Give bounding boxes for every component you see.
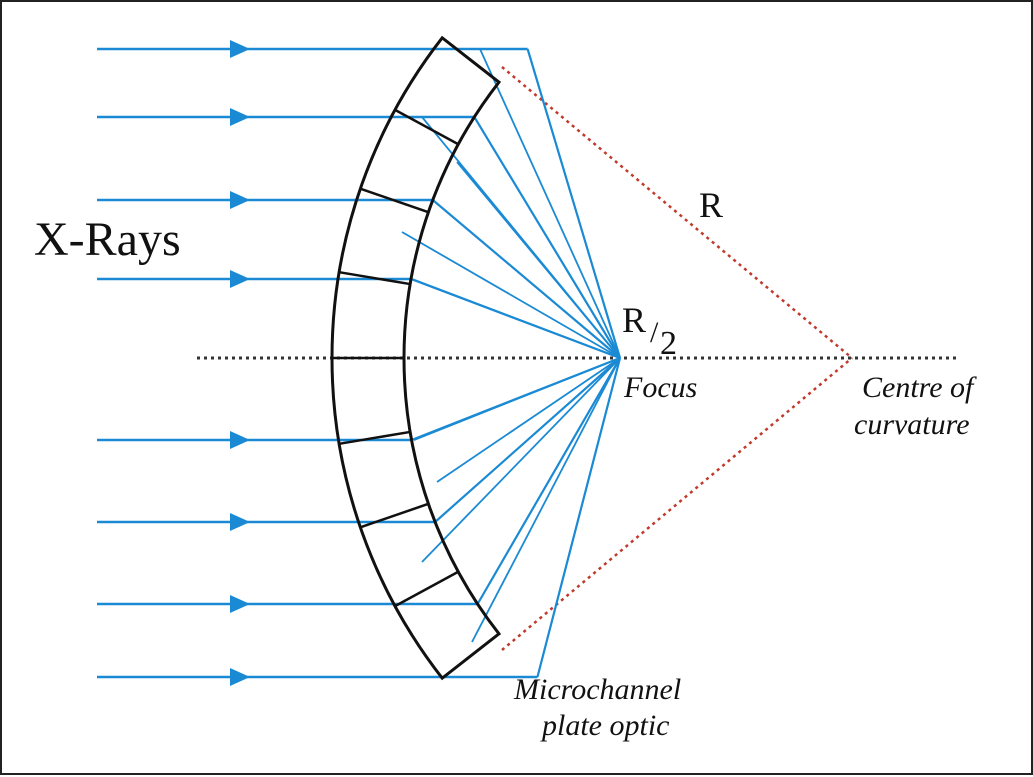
focused-ray	[456, 161, 621, 359]
focused-ray	[413, 357, 621, 441]
optic-channel-divider	[394, 570, 459, 608]
centre-of-curvature-label-line2: curvature	[854, 408, 970, 441]
optic-channel-divider	[338, 430, 411, 446]
optic-label-line1: Microchannel	[513, 673, 681, 706]
optic-label-line2: plate optic	[540, 709, 669, 742]
microchannel-plate-optic	[330, 35, 502, 681]
ray-arrowhead	[230, 431, 250, 449]
ray-arrowhead	[230, 191, 250, 209]
optic-channel-divider	[394, 108, 459, 146]
optic-channel-divider	[359, 187, 429, 214]
focused-ray	[421, 357, 621, 563]
xrays-label: X-Rays	[34, 213, 181, 266]
focused-ray	[526, 48, 622, 359]
focused-ray	[471, 357, 621, 643]
ray-arrowhead	[230, 513, 250, 531]
focused-ray	[434, 357, 621, 523]
focused-ray	[536, 357, 622, 678]
focus-label: Focus	[623, 371, 697, 404]
radius-line-bottom	[501, 357, 853, 651]
half-radius-numerator: R	[622, 300, 646, 340]
focused-ray	[476, 357, 621, 605]
optic-channel-divider	[338, 270, 411, 286]
ray-arrowhead	[230, 668, 250, 686]
focused-ray	[411, 278, 621, 359]
optic-channel-divider	[359, 502, 429, 529]
ray-arrowhead	[230, 595, 250, 613]
focused-ray	[436, 357, 621, 483]
radius-label: R	[699, 185, 723, 225]
ray-arrowhead	[230, 270, 250, 288]
focused-rays	[401, 48, 622, 678]
focused-ray	[473, 116, 621, 359]
optic-outline	[330, 35, 502, 681]
centre-of-curvature-label-line1: Centre of	[862, 371, 977, 404]
focused-ray	[432, 199, 621, 359]
ray-arrowhead	[230, 40, 250, 58]
half-radius-denominator: 2	[660, 325, 677, 362]
half-radius-label: R / 2	[622, 300, 677, 362]
half-radius-slash: /	[650, 316, 659, 349]
radius-line-top	[501, 66, 853, 359]
focused-ray	[401, 231, 621, 359]
ray-arrowhead	[230, 108, 250, 126]
incoming-rays	[97, 40, 538, 686]
focused-ray	[479, 48, 621, 359]
